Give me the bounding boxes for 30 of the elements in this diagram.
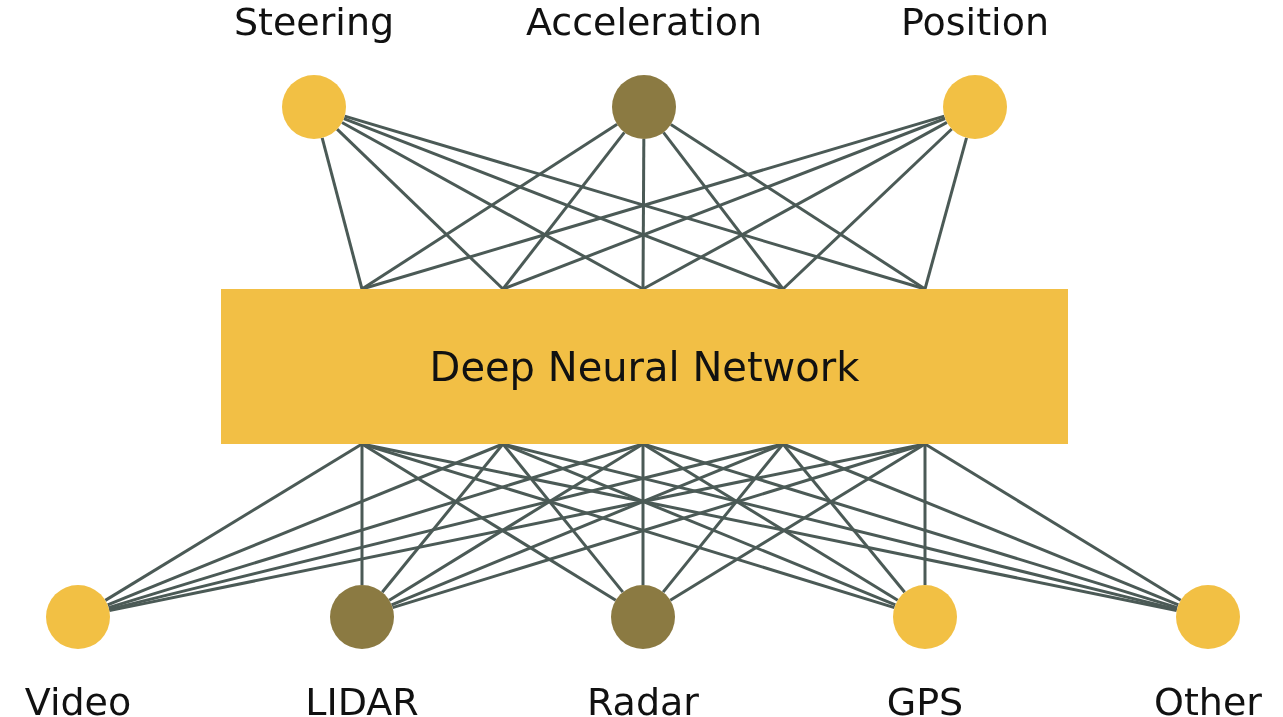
connector-line xyxy=(360,444,364,585)
node-label: LIDAR xyxy=(305,679,419,717)
node-label: Radar xyxy=(587,679,699,717)
node-label: Other xyxy=(1154,679,1262,717)
connector-line xyxy=(924,442,1182,602)
connector-line xyxy=(320,137,364,290)
connector-line xyxy=(923,137,968,290)
connector-line xyxy=(781,127,953,291)
node-label: GPS xyxy=(886,679,964,717)
connector-line xyxy=(343,117,784,291)
connector-line xyxy=(336,128,505,291)
node-label: Video xyxy=(24,679,132,717)
connector-line xyxy=(642,121,948,291)
connector-line xyxy=(501,443,625,594)
box-title: Deep Neural Network xyxy=(429,343,860,390)
connector-line xyxy=(341,121,644,291)
connector-line xyxy=(661,443,785,594)
connector-line xyxy=(641,139,646,289)
connector-line xyxy=(501,131,626,290)
connector-line xyxy=(104,442,363,602)
connector-line xyxy=(641,444,645,585)
connector-line xyxy=(781,443,906,594)
connector-line xyxy=(923,444,927,585)
connector-line xyxy=(502,117,946,291)
node-label: Acceleration xyxy=(525,0,763,45)
connector-line xyxy=(662,131,785,290)
connector-line xyxy=(381,443,505,594)
node-label: Steering xyxy=(233,0,395,45)
node-label: Position xyxy=(901,0,1049,45)
network-box xyxy=(221,289,1068,444)
